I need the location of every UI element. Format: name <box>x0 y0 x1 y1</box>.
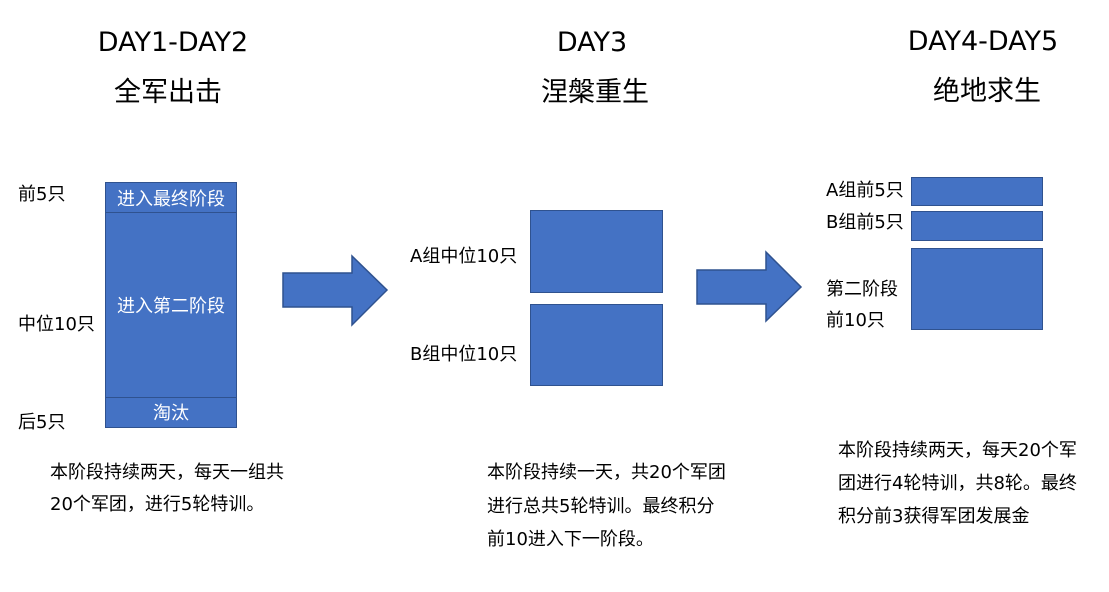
stage1-description-line: 20个军团，进行5轮特训。 <box>50 494 265 515</box>
stage3-label-top10: 前10只 <box>826 310 885 331</box>
stage3-description-line: 团进行4轮特训，共8轮。最终 <box>838 473 1077 494</box>
stage2-description-line: 前10进入下一阶段。 <box>487 529 654 550</box>
stage3-group-a-box <box>911 177 1043 206</box>
stage1-ranking-box: 进入最终阶段 进入第二阶段 淘汰 <box>105 182 237 428</box>
stage2-group-b-box <box>530 304 663 386</box>
stage1-name: 全军出击 <box>114 77 222 108</box>
stage1-box-eliminated: 淘汰 <box>153 403 189 424</box>
stage2-name: 涅槃重生 <box>541 77 649 108</box>
stage2-description-line: 进行总共5轮特训。最终积分 <box>487 495 715 517</box>
stage3-label-group-b-top5: B组前5只 <box>826 212 904 233</box>
stage1-label-mid10: 中位10只 <box>18 314 95 335</box>
stage3-description-line: 积分前3获得军团发展金 <box>838 506 1030 527</box>
stage2-description: 本阶段持续一天，共20个军团 进行总共5轮特训。最终积分 前10进入下一阶段。 <box>487 456 726 557</box>
stage1-box-second-stage: 进入第二阶段 <box>106 212 236 398</box>
stage3-label-second-stage: 第二阶段 <box>826 279 898 300</box>
stage2-label-group-a: A组中位10只 <box>410 246 518 267</box>
arrow-stage2-to-stage3 <box>696 250 803 323</box>
stage1-box-final-stage: 进入最终阶段 <box>117 188 225 210</box>
stage2-group-a-box <box>530 210 663 293</box>
stage1-label-top5: 前5只 <box>18 184 66 205</box>
stage1-day-title: DAY1-DAY2 <box>97 27 249 58</box>
stage1-description: 本阶段持续两天，每天一组共 20个军团，进行5轮特训。 <box>50 457 284 521</box>
stage1-description-line: 本阶段持续两天，每天一组共 <box>50 462 284 483</box>
stage3-description-line: 本阶段持续两天，每天20个军 <box>838 440 1077 461</box>
stage3-day-title: DAY4-DAY5 <box>907 26 1059 57</box>
stage3-name: 绝地求生 <box>933 76 1041 107</box>
stage2-label-group-b: B组中位10只 <box>410 344 518 365</box>
stage1-label-bottom5: 后5只 <box>18 412 66 433</box>
stage3-second-stage-box <box>911 248 1043 330</box>
stage2-day-title: DAY3 <box>556 27 628 58</box>
stage2-description-line: 本阶段持续一天，共20个军团 <box>487 462 726 483</box>
arrow-stage1-to-stage2 <box>282 254 389 327</box>
stage3-group-b-box <box>911 211 1043 241</box>
stage3-description: 本阶段持续两天，每天20个军 团进行4轮特训，共8轮。最终 积分前3获得军团发展… <box>838 434 1077 533</box>
stage3-label-group-a-top5: A组前5只 <box>826 180 904 201</box>
